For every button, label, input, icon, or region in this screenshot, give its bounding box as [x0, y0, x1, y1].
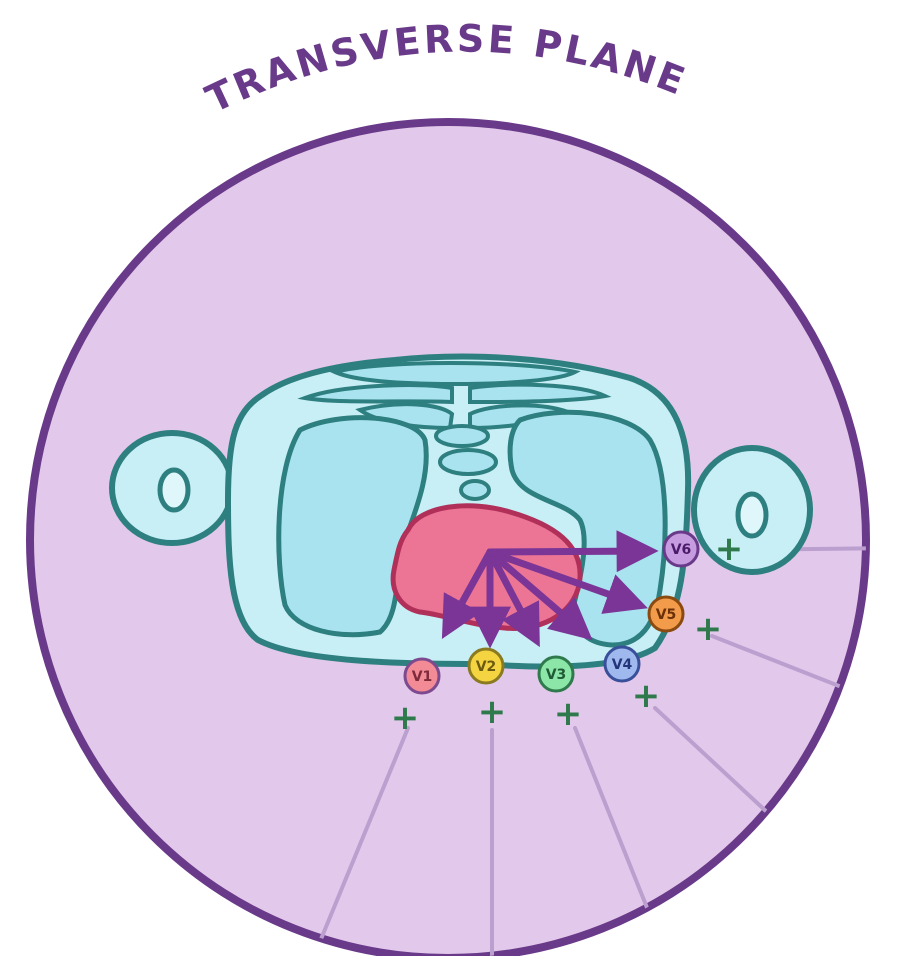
plus-icon-v1: + — [391, 698, 420, 738]
left-humerus-icon — [160, 470, 188, 510]
lead-v5-label: V5 — [656, 607, 677, 623]
plus-icon-v3: + — [554, 694, 583, 734]
lead-v1: V1 — [405, 659, 439, 693]
lead-v2-label: V2 — [476, 659, 497, 675]
plus-icon-v4: + — [632, 676, 661, 716]
plus-icon-v2: + — [478, 692, 507, 732]
lead-v3-label: V3 — [546, 667, 567, 683]
lead-v4-label: V4 — [612, 657, 633, 673]
lead-v3: V3 — [539, 657, 573, 691]
left-arm — [112, 433, 232, 543]
right-arm — [694, 448, 810, 572]
plus-icon-v5: + — [694, 609, 723, 649]
lead-v5: V5 — [649, 597, 683, 631]
lead-v1-label: V1 — [412, 669, 433, 685]
vector-arrow-v6 — [490, 551, 646, 552]
diagram-title: TRANSVERSE PLANE — [199, 16, 693, 121]
plus-icon-v6: + — [715, 529, 744, 569]
lead-v6-label: V6 — [671, 542, 692, 558]
lead-v2: V2 — [469, 649, 503, 683]
lead-v6: V6 — [664, 532, 698, 566]
